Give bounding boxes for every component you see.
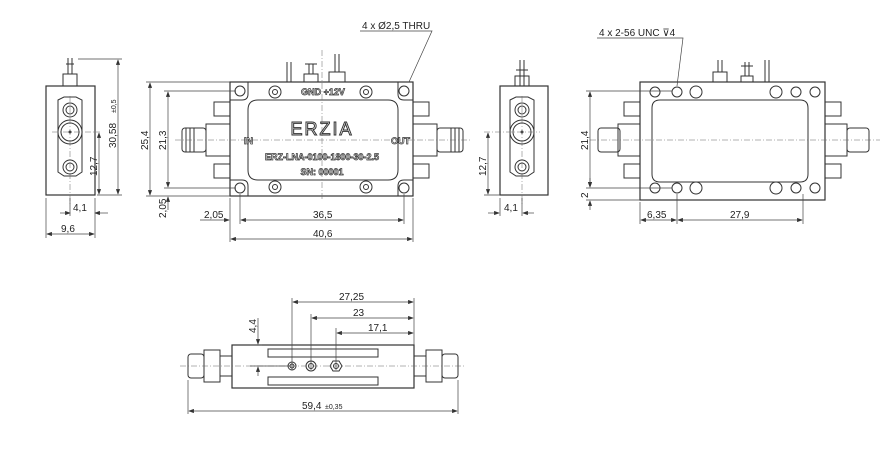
dim-connector-offset: 4,1 (73, 203, 87, 214)
front-view: ERZIA IN OUT ERZ-LNA-0100-1800-30-2.5 SN… (140, 21, 470, 242)
hole-note: 4 x Ø2,5 THRU (362, 21, 430, 32)
power-pins-label: GND +12V (301, 87, 345, 97)
dim-total-height-tol: ±0,5 (111, 99, 118, 113)
dim-hole-spacing-v: 21,4 (580, 130, 591, 150)
dim-offset-h: 2,05 (204, 210, 224, 221)
dim-overall-length-tol: ±0,35 (325, 404, 343, 411)
thread-note: 4 x 2-56 UNC ⊽4 (599, 28, 676, 39)
dim-connector-height: 12,7 (478, 156, 489, 176)
dim-connector-height: 12,7 (89, 156, 100, 176)
right-end-view: 12,7 4,1 (478, 60, 549, 216)
dim-width: 9,6 (61, 224, 75, 235)
serial-label: SN: 00001 (300, 167, 343, 177)
dim-length: 40,6 (313, 229, 333, 240)
side-view: 27,25 23 17,1 4,4 59,4 ±0,35 (180, 292, 466, 414)
dim-overall-length: 59,4 (302, 401, 322, 412)
dim-offset-v: 2 (580, 192, 591, 198)
dim-hole-spacing-h: 36,5 (313, 210, 333, 221)
dim-offset-h: 6,35 (647, 210, 667, 221)
left-end-view: 30,58 ±0,5 12,7 4,1 9,6 (45, 58, 122, 238)
screw-icons (268, 85, 373, 194)
dim-offset-v: 2,05 (158, 198, 169, 218)
port-in-label: IN (244, 136, 253, 146)
dim-pin2: 23 (353, 308, 365, 319)
bottom-view: 4 x 2-56 UNC ⊽4 21,4 2 6,35 27,9 (580, 28, 880, 224)
dim-pin-height: 4,4 (248, 319, 259, 333)
dim-pin3: 17,1 (368, 323, 388, 334)
dim-total-height: 30,58 (108, 123, 119, 148)
brand-logo: ERZIA (290, 119, 353, 139)
dim-pin1: 27,25 (339, 292, 364, 303)
dim-connector-offset: 4,1 (504, 203, 518, 214)
model-label: ERZ-LNA-0100-1800-30-2.5 (265, 152, 379, 162)
dim-hole-spacing-h: 27,9 (730, 210, 750, 221)
port-out-label: OUT (391, 136, 411, 146)
dim-hole-spacing-v: 21,3 (158, 130, 169, 150)
dim-height: 25,4 (140, 130, 151, 150)
